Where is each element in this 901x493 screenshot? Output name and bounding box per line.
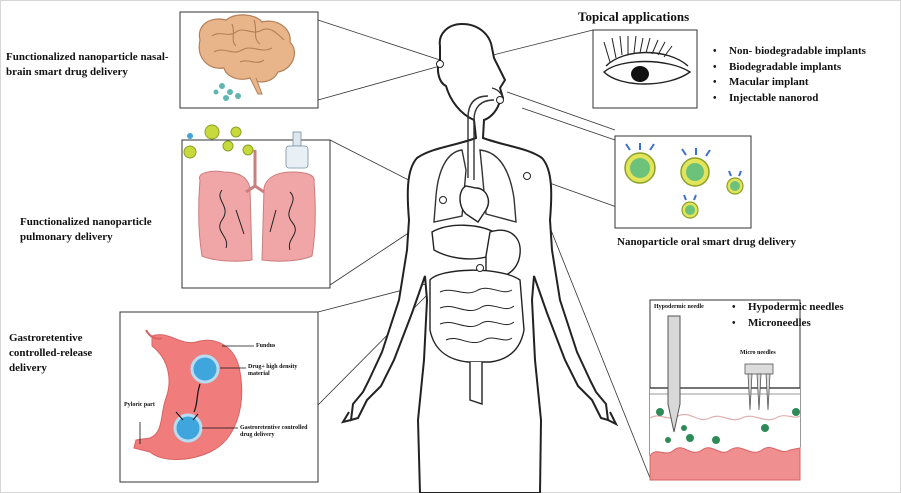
topical-item: Biodegradable implants <box>713 60 899 76</box>
pyloric-label: Pyloric part <box>124 402 174 409</box>
needle-item: Hypodermic needles <box>732 300 900 316</box>
gastro-label: Gastroretentive controlled-release deliv… <box>9 331 119 376</box>
nasal-brain-label: Functionalized nanoparticle nasal-brain … <box>6 50 181 80</box>
needle-item: Microneedles <box>732 316 900 332</box>
fundus-label: Fundus <box>256 343 306 350</box>
controlled-delivery-label: Gastroretentive controlled drug delivery <box>240 425 312 439</box>
hypodermic-needle-label: Hypodermic needle <box>654 304 704 311</box>
inhaler-icon <box>286 132 308 168</box>
hypodermic-needle-shape <box>668 316 680 432</box>
topical-item: Non- biodegradable implants <box>713 44 899 60</box>
topical-list: Non- biodegradable implants Biodegradabl… <box>713 44 899 106</box>
needle-list: Hypodermic needles Microneedles <box>732 300 900 331</box>
topical-item: Macular implant <box>713 75 899 91</box>
oral-label: Nanoparticle oral smart drug delivery <box>617 235 807 250</box>
topical-item: Injectable nanorod <box>713 91 899 107</box>
drug-material-label: Drug+ high density material <box>248 364 310 378</box>
pulmonary-label: Functionalized nanoparticle pulmonary de… <box>20 215 182 245</box>
micro-needles-label: Micro needles <box>740 350 790 357</box>
topical-applications-title: Topical applications <box>578 9 738 24</box>
